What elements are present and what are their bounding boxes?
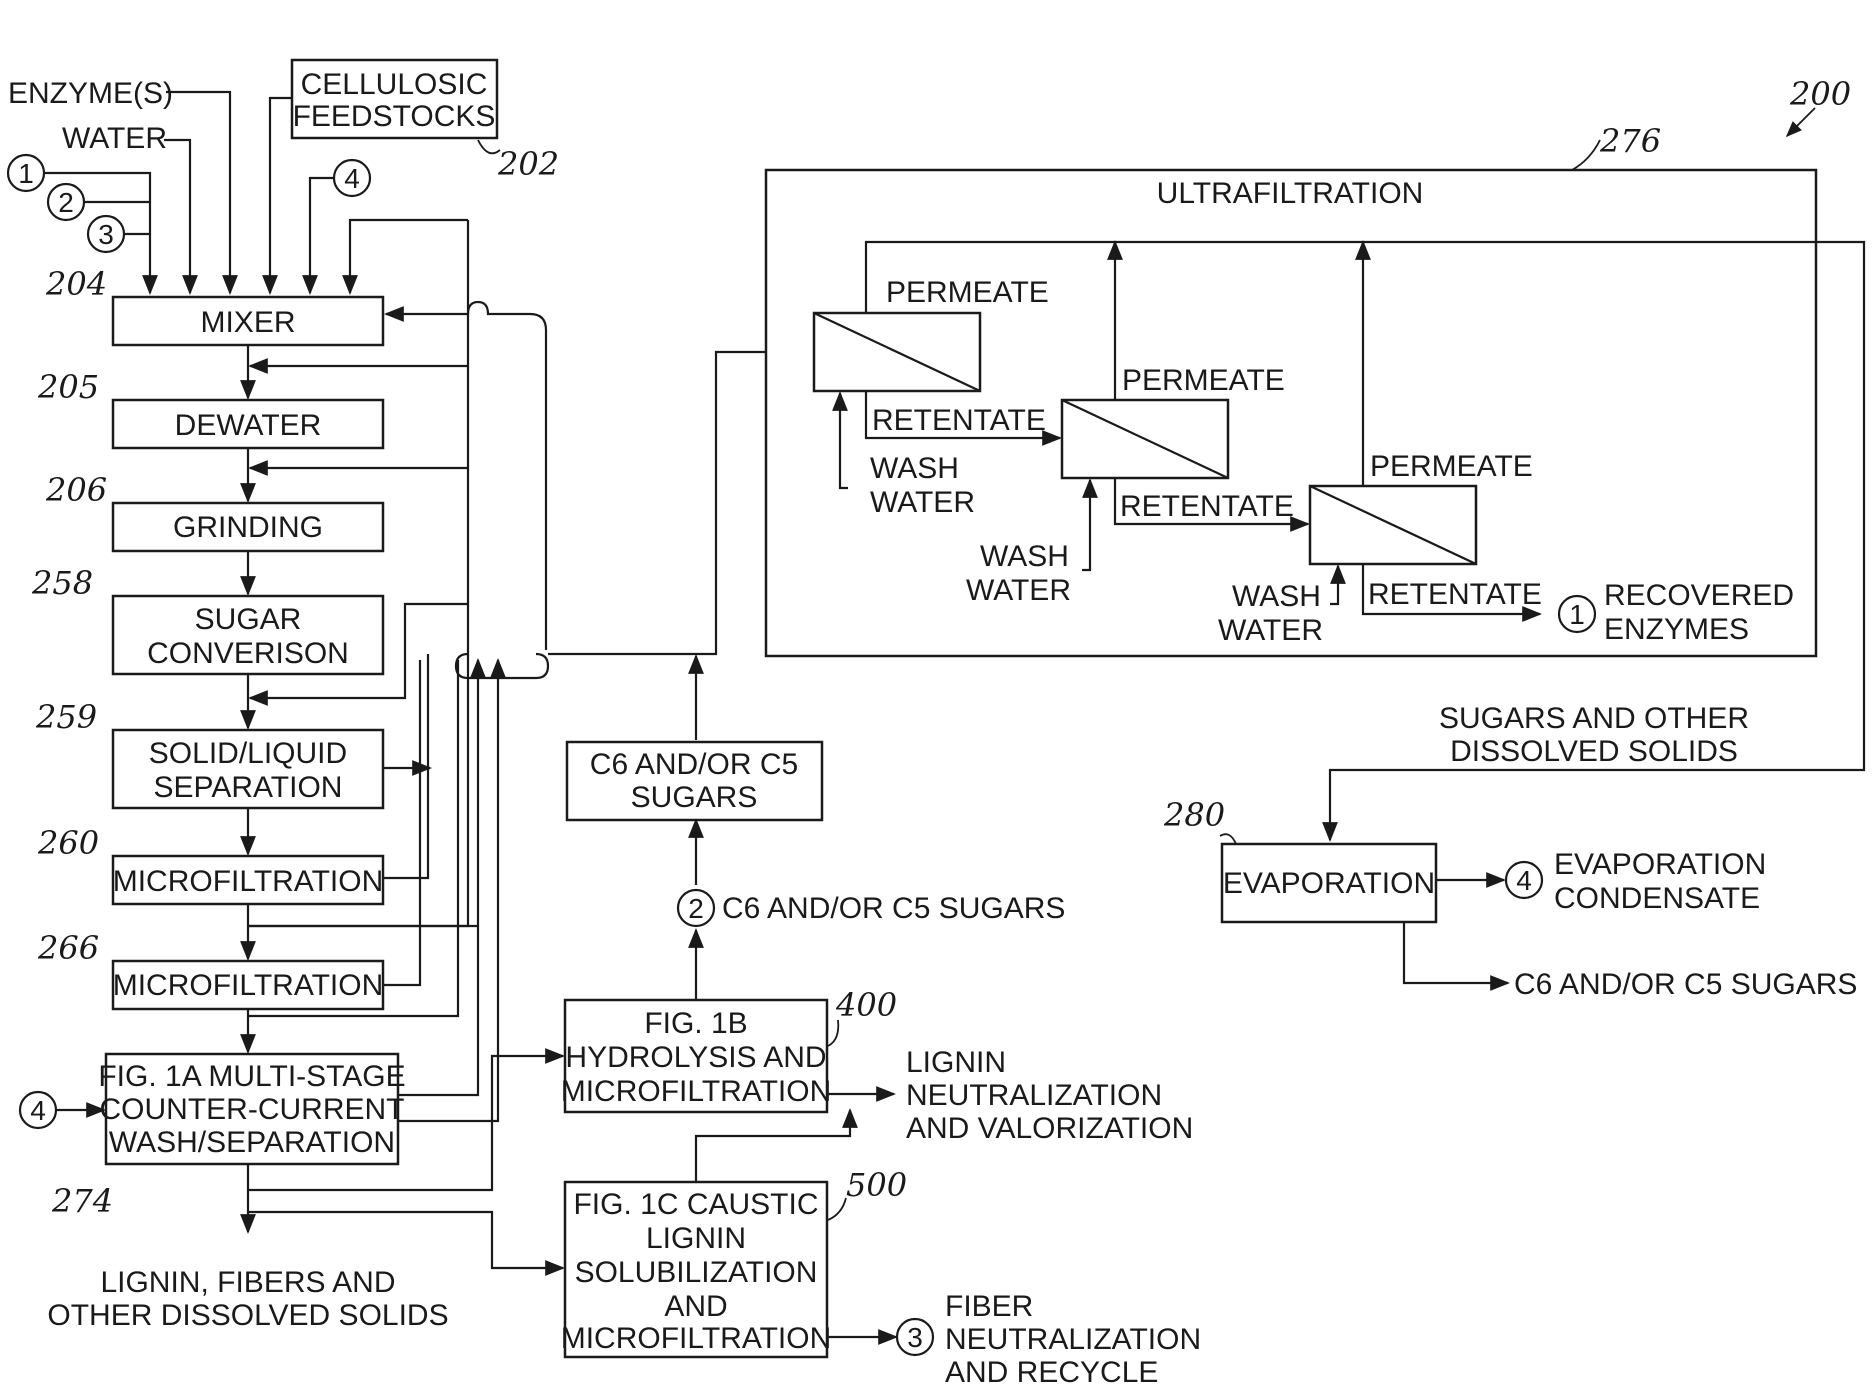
feedstocks-ref: 202 <box>497 145 559 183</box>
membrane-unit-1 <box>814 313 980 391</box>
caustic-line1: FIG. 1C CAUSTIC <box>573 1188 818 1221</box>
microfiltration-260-ref: 260 <box>37 824 99 862</box>
wash-separation-line2: COUNTER-CURRENT <box>100 1093 405 1126</box>
recovered-line1: RECOVERED <box>1604 579 1794 612</box>
recovered-line2: ENZYMES <box>1604 613 1749 646</box>
evaporation-ref: 280 <box>1163 796 1225 834</box>
evaporation-ref-leader <box>1220 834 1236 844</box>
lignin-output-line1: LIGNIN <box>906 1046 1006 1079</box>
sugars-dissolved-line2: DISSOLVED SOLIDS <box>1450 735 1738 768</box>
membrane-unit-3 <box>1310 486 1476 564</box>
wash-water-1-line2: WATER <box>870 486 975 519</box>
dewater-ref: 205 <box>37 368 99 406</box>
connector-2-label: 2 <box>58 187 74 218</box>
permeate-1-label: PERMEATE <box>886 276 1049 309</box>
ultrafiltration-ref: 276 <box>1599 122 1661 160</box>
figure-number: 200 <box>1789 75 1851 113</box>
feedstocks-ref-leader <box>478 140 500 153</box>
evaporation-label: EVAPORATION <box>1223 867 1435 900</box>
retentate-1-label: RETENTATE <box>872 404 1046 437</box>
wash-separation-line1: FIG. 1A MULTI-STAGE <box>98 1060 405 1093</box>
retentate-3-label: RETENTATE <box>1368 578 1542 611</box>
solid-liquid-line1: SOLID/LIQUID <box>149 737 347 770</box>
sugar-conversion-ref: 258 <box>31 564 93 602</box>
condensate-line1: EVAPORATION <box>1554 848 1766 881</box>
sugars-dissolved-line1: SUGARS AND OTHER <box>1439 702 1749 735</box>
fiber-output-line1: FIBER <box>945 1290 1033 1323</box>
permeate-2-label: PERMEATE <box>1122 364 1285 397</box>
wash-output-line1: LIGNIN, FIBERS AND <box>100 1266 395 1299</box>
evaporation-sugars-out: C6 AND/OR C5 SUGARS <box>1514 968 1857 1001</box>
connector-3-label: 3 <box>98 219 114 250</box>
wash-output-line2: OTHER DISSOLVED SOLIDS <box>47 1299 448 1332</box>
connector-4-evap-label: 4 <box>1516 865 1532 896</box>
connector-4-wash-label: 4 <box>30 1095 46 1126</box>
condensate-line2: CONDENSATE <box>1554 882 1760 915</box>
wash-water-2-line2: WATER <box>966 574 1071 607</box>
caustic-ref-leader <box>828 1198 846 1220</box>
wash-water-2-line1: WASH <box>980 540 1069 573</box>
hydrolysis-line2: HYDROLYSIS AND <box>565 1041 826 1074</box>
membrane-unit-2 <box>1062 400 1228 478</box>
connector-3-fiber-label: 3 <box>907 1322 923 1353</box>
microfiltration-260-label: MICROFILTRATION <box>113 865 384 898</box>
solid-liquid-line2: SEPARATION <box>154 771 343 804</box>
enzymes-label: ENZYME(S) <box>8 77 173 110</box>
connector-2-sugars-label: 2 <box>688 893 704 924</box>
sugar-conversion-line2: CONVERISON <box>147 637 349 670</box>
caustic-line4: AND <box>664 1290 727 1323</box>
wash-water-3-line1: WASH <box>1232 580 1321 613</box>
main-chain: MIXER 204 DEWATER 205 GRINDING 206 SUGAR… <box>31 265 406 1220</box>
mixer-label: MIXER <box>200 306 295 339</box>
sugars-label-2: C6 AND/OR C5 SUGARS <box>722 892 1065 925</box>
hydrolysis-line1: FIG. 1B <box>644 1007 747 1040</box>
fiber-output-line3: AND RECYCLE <box>945 1356 1158 1387</box>
caustic-line3: SOLUBILIZATION <box>575 1256 818 1289</box>
feedstocks-line2: FEEDSTOCKS <box>293 100 496 133</box>
connector-4-top-label: 4 <box>344 163 360 194</box>
feedstocks-line1: CELLULOSIC <box>301 68 488 101</box>
wash-separation-line3: WASH/SEPARATION <box>109 1126 395 1159</box>
hydrolysis-ref: 400 <box>835 986 897 1024</box>
grinding-label: GRINDING <box>173 511 323 544</box>
lignin-output-line3: AND VALORIZATION <box>906 1112 1193 1145</box>
water-label: WATER <box>62 122 167 155</box>
dewater-label: DEWATER <box>175 409 322 442</box>
grinding-ref: 206 <box>45 471 107 509</box>
wash-water-3-line2: WATER <box>1218 614 1323 647</box>
ultrafiltration-ref-leader <box>1572 140 1600 170</box>
caustic-ref: 500 <box>846 1166 907 1204</box>
fiber-output-line2: NEUTRALIZATION <box>945 1323 1201 1356</box>
caustic-line5: MICROFILTRATION <box>561 1322 832 1355</box>
connector-1-label: 1 <box>18 158 34 189</box>
connector-1-enzymes-label: 1 <box>1569 599 1585 630</box>
solid-liquid-ref: 259 <box>35 698 97 736</box>
microfiltration-266-label: MICROFILTRATION <box>113 969 384 1002</box>
lignin-output-line2: NEUTRALIZATION <box>906 1079 1162 1112</box>
retentate-2-label: RETENTATE <box>1120 490 1294 523</box>
microfiltration-266-ref: 266 <box>37 929 99 967</box>
ultrafiltration-title: ULTRAFILTRATION <box>1157 177 1424 210</box>
hydrolysis-line3: MICROFILTRATION <box>561 1075 832 1108</box>
sugars-box-line1: C6 AND/OR C5 <box>590 748 798 781</box>
sugars-box-line2: SUGARS <box>631 781 758 814</box>
permeate-3-label: PERMEATE <box>1370 450 1533 483</box>
wash-separation-ref: 274 <box>51 1182 113 1220</box>
mixer-ref: 204 <box>45 265 107 303</box>
sugar-conversion-line1: SUGAR <box>195 603 302 636</box>
caustic-line2: LIGNIN <box>646 1222 746 1255</box>
wash-water-1-line1: WASH <box>870 452 959 485</box>
